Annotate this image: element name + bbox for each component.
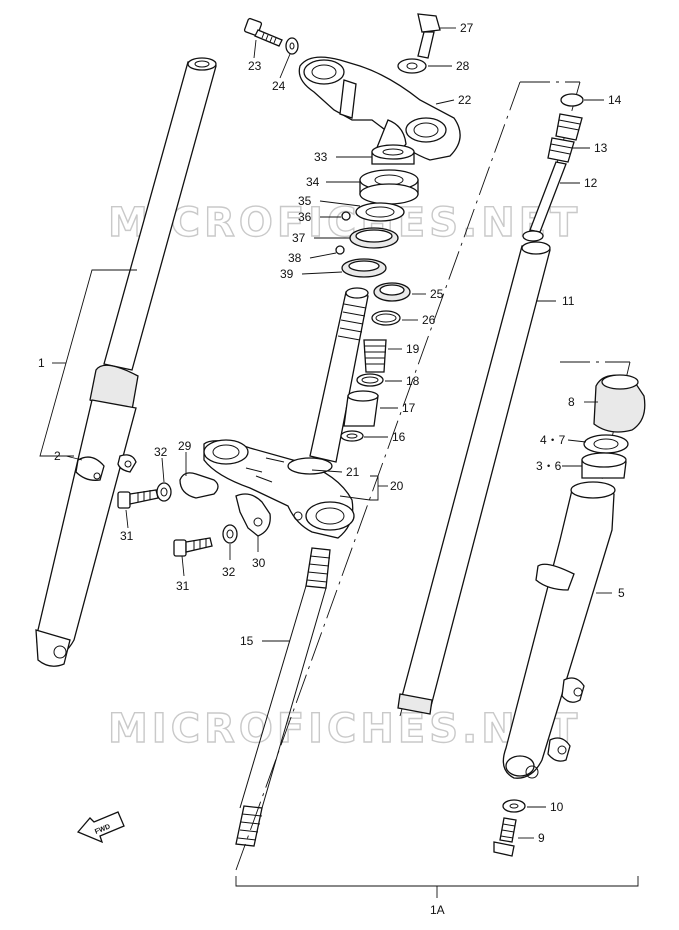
callout-1: 1 bbox=[38, 356, 45, 370]
callout-31-upper: 31 bbox=[120, 529, 134, 543]
callout-32-upper: 32 bbox=[154, 445, 168, 459]
callout-10: 10 bbox=[550, 800, 564, 814]
cap-14 bbox=[555, 93, 584, 141]
callout-15: 15 bbox=[240, 634, 254, 648]
fork-spring-15 bbox=[235, 547, 331, 847]
callout-14: 14 bbox=[608, 93, 622, 107]
ball-38 bbox=[335, 245, 345, 255]
callout-8: 8 bbox=[568, 395, 575, 409]
watermark-top: MICROFICHES.NET bbox=[108, 200, 581, 246]
bolt-23 bbox=[243, 17, 283, 47]
callout-37: 37 bbox=[292, 231, 306, 245]
envelope-line-left bbox=[235, 81, 521, 871]
left-fork-assembly bbox=[35, 57, 217, 667]
callout-36: 36 bbox=[298, 210, 312, 224]
spring-19 bbox=[363, 339, 387, 373]
bracket-20 bbox=[370, 475, 379, 501]
oil-seal-4-7 bbox=[583, 434, 629, 454]
callout-3-6: 3・6 bbox=[536, 459, 562, 473]
bolt-31-upper bbox=[117, 489, 159, 509]
callout-17: 17 bbox=[402, 401, 416, 415]
inner-tube-11 bbox=[397, 230, 551, 715]
race-37 bbox=[349, 227, 399, 249]
bearing-35 bbox=[355, 202, 405, 222]
washer-28 bbox=[397, 58, 427, 74]
callout-16: 16 bbox=[392, 430, 406, 444]
callout-34: 34 bbox=[306, 175, 320, 189]
oil-seal-25 bbox=[373, 282, 411, 302]
ball-36 bbox=[341, 211, 351, 221]
callout-12: 12 bbox=[584, 176, 598, 190]
washer-32-lower bbox=[222, 524, 238, 544]
guide-3-6 bbox=[581, 452, 627, 479]
watermark-bottom: MICROFICHES.NET bbox=[108, 706, 581, 752]
callout-33: 33 bbox=[314, 150, 328, 164]
bolt-9 bbox=[493, 817, 517, 857]
upper-bracket-22 bbox=[298, 56, 461, 161]
callout-13: 13 bbox=[594, 141, 608, 155]
callout-39: 39 bbox=[280, 267, 294, 281]
callout-1a: 1A bbox=[430, 903, 445, 917]
ring-18 bbox=[356, 373, 384, 387]
callout-21: 21 bbox=[346, 465, 360, 479]
callout-31-lower: 31 bbox=[176, 579, 190, 593]
callout-5: 5 bbox=[618, 586, 625, 600]
snap-ring-26 bbox=[371, 310, 401, 326]
callout-11: 11 bbox=[562, 294, 575, 308]
callout-19: 19 bbox=[406, 342, 420, 356]
callout-23: 23 bbox=[248, 59, 262, 73]
gasket-10 bbox=[502, 799, 526, 813]
callout-24: 24 bbox=[272, 79, 286, 93]
steering-stem-21 bbox=[309, 287, 369, 463]
spacer-17 bbox=[343, 390, 379, 427]
callout-29: 29 bbox=[178, 439, 192, 453]
washer-16 bbox=[340, 430, 364, 442]
callout-35: 35 bbox=[298, 194, 312, 208]
lower-bracket-20 bbox=[203, 439, 355, 539]
fwd-arrow-icon: FWD bbox=[76, 811, 125, 844]
outer-tube-5 bbox=[502, 481, 616, 779]
callout-26: 26 bbox=[422, 313, 436, 327]
washer-32-upper bbox=[156, 482, 172, 502]
callout-22: 22 bbox=[458, 93, 472, 107]
nut-33 bbox=[371, 144, 415, 165]
washer-24 bbox=[285, 37, 299, 55]
callout-25: 25 bbox=[430, 287, 444, 301]
dust-seal-8 bbox=[593, 374, 646, 433]
bracket-1a bbox=[235, 876, 639, 887]
callout-20: 20 bbox=[390, 479, 404, 493]
seal-39 bbox=[341, 258, 387, 278]
bolt-31-lower bbox=[173, 537, 213, 557]
callout-38: 38 bbox=[288, 251, 302, 265]
callout-27: 27 bbox=[460, 21, 474, 35]
callout-2: 2 bbox=[54, 449, 61, 463]
callout-9: 9 bbox=[538, 831, 545, 845]
callout-30: 30 bbox=[252, 556, 266, 570]
bolt-27 bbox=[417, 13, 441, 59]
callout-28: 28 bbox=[456, 59, 470, 73]
clip-29 bbox=[179, 472, 219, 499]
callout-4-7: 4・7 bbox=[540, 433, 566, 447]
callout-32-lower: 32 bbox=[222, 565, 236, 579]
callout-18: 18 bbox=[406, 374, 420, 388]
nut-34 bbox=[359, 169, 419, 205]
bracket-30 bbox=[235, 493, 303, 537]
piston-ring-13 bbox=[547, 137, 575, 163]
